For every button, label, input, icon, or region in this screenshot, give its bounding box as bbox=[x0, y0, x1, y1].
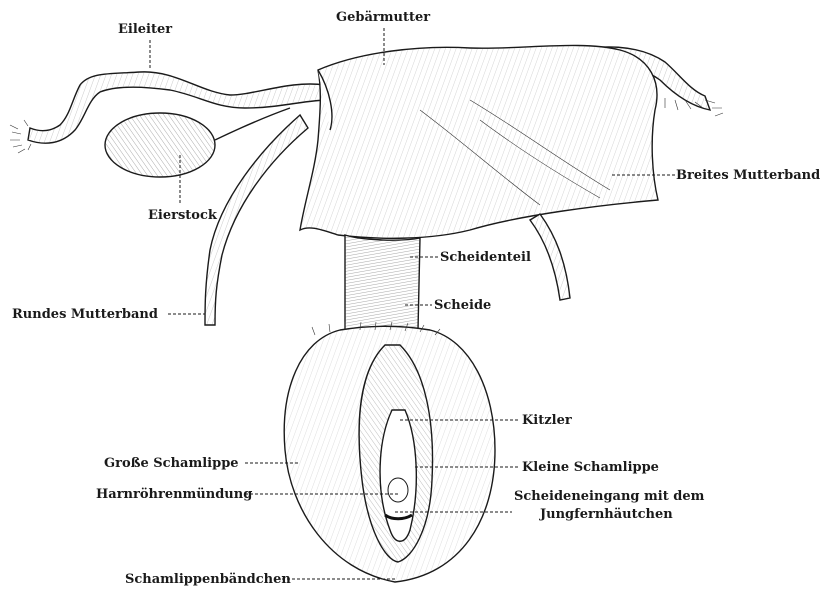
label-scheideneingang-line2: Jungfernhäutchen bbox=[540, 506, 673, 523]
label-harnroehrenmuendung: Harnröhrenmündung bbox=[96, 487, 252, 502]
label-schamlippenbaendchen: Schamlippenbändchen bbox=[125, 572, 291, 587]
vagina-cervix bbox=[345, 235, 420, 334]
round-ligament-left bbox=[205, 115, 308, 325]
round-ligament-right bbox=[530, 214, 570, 300]
label-eileiter: Eileiter bbox=[118, 22, 172, 37]
label-eierstock: Eierstock bbox=[148, 208, 217, 223]
uterus-broad-ligament bbox=[300, 45, 658, 238]
label-scheide: Scheide bbox=[434, 298, 491, 313]
label-breites-mutterband: Breites Mutterband bbox=[676, 168, 820, 183]
label-scheidenteil: Scheidenteil bbox=[440, 250, 531, 265]
label-gebaermutter: Gebärmutter bbox=[336, 10, 430, 25]
label-kleine-schamlippe: Kleine Schamlippe bbox=[522, 460, 659, 475]
vulva bbox=[284, 322, 495, 582]
label-kitzler: Kitzler bbox=[522, 413, 572, 428]
label-rundes-mutterband: Rundes Mutterband bbox=[12, 307, 158, 322]
label-grosse-schamlippe: Große Schamlippe bbox=[104, 456, 239, 471]
label-scheideneingang-line1: Scheideneingang mit dem bbox=[514, 488, 704, 505]
